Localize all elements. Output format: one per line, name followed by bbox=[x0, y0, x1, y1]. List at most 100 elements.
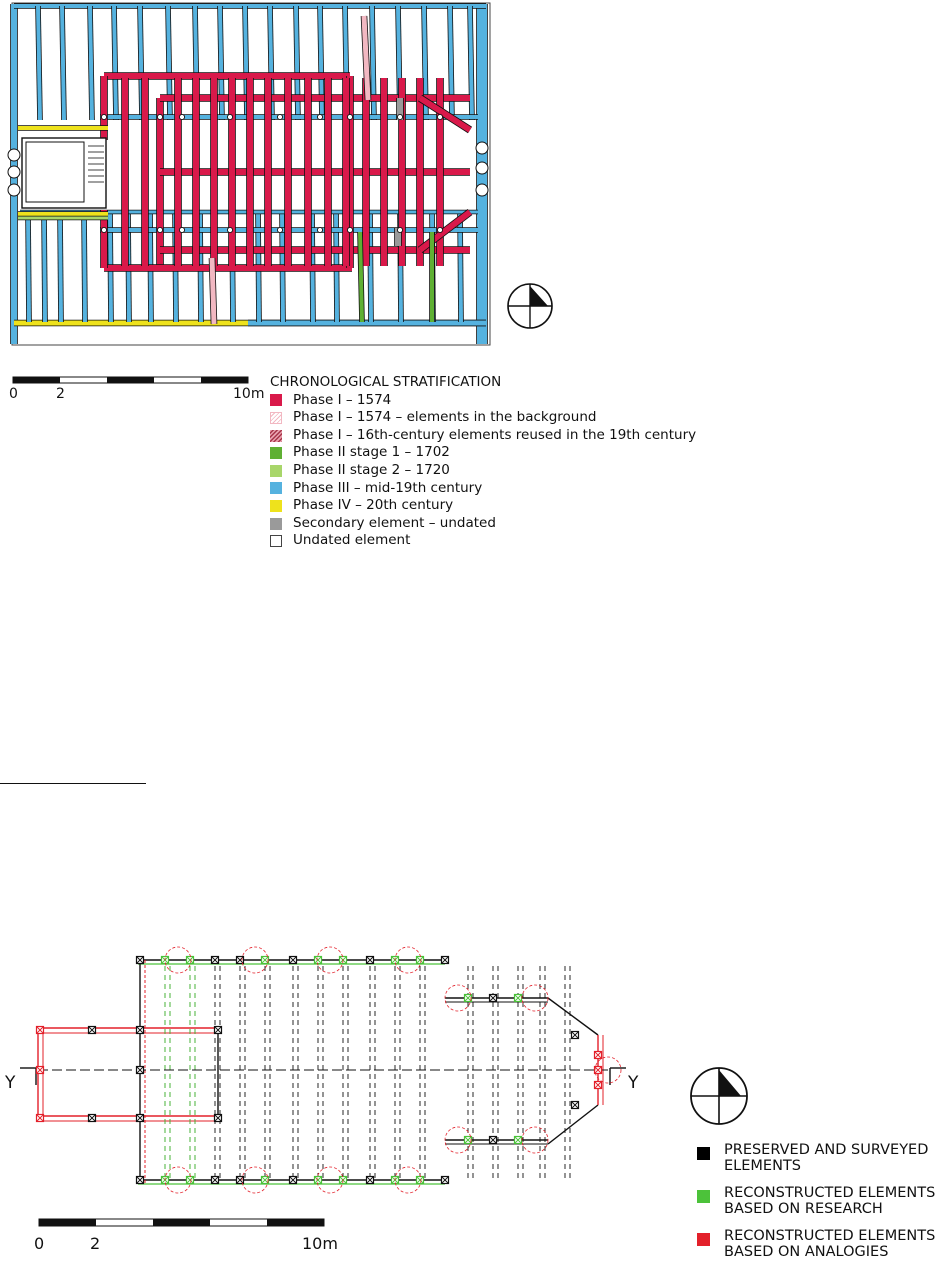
apse-hip-north bbox=[547, 997, 599, 1036]
bottom-scale-label-10m: 10m bbox=[302, 1234, 338, 1253]
node-cross bbox=[236, 1176, 244, 1184]
north-arrow-bottom-icon bbox=[690, 1067, 748, 1125]
swatch-preserved bbox=[697, 1147, 710, 1160]
node-cross bbox=[464, 994, 472, 1002]
node-cross bbox=[261, 1176, 269, 1184]
section-mark-right: Y bbox=[628, 1073, 639, 1093]
node-cross bbox=[366, 956, 374, 964]
node-cross bbox=[514, 1136, 522, 1144]
node-cross bbox=[136, 1066, 144, 1074]
analogy-circle bbox=[316, 946, 344, 974]
analogy-circle bbox=[521, 984, 549, 1012]
node-cross bbox=[186, 1176, 194, 1184]
analogy-circle bbox=[594, 1056, 622, 1084]
analogy-circle bbox=[316, 1166, 344, 1194]
joint-node bbox=[396, 113, 404, 121]
rafter-north bbox=[36, 5, 42, 121]
legend-item: Phase II stage 2 – 1720 bbox=[270, 462, 696, 480]
hip-south bbox=[418, 209, 472, 253]
analogy-circle bbox=[521, 1126, 549, 1154]
analogy-circle bbox=[444, 1126, 472, 1154]
legend-item: Phase I – 1574 – elements in the backgro… bbox=[270, 409, 696, 427]
wall-opening bbox=[7, 165, 21, 179]
joint-node bbox=[346, 113, 354, 121]
node-cross bbox=[514, 994, 522, 1002]
node-cross bbox=[314, 1176, 322, 1184]
node-cross bbox=[136, 956, 144, 964]
node-cross bbox=[441, 1176, 449, 1184]
legend-title: CHRONOLOGICAL STRATIFICATION bbox=[270, 374, 502, 390]
swatch-analogies bbox=[697, 1233, 710, 1246]
node-cross bbox=[136, 1026, 144, 1034]
analogy-circle bbox=[241, 1166, 269, 1194]
node-cross bbox=[211, 956, 219, 964]
rafter-north bbox=[218, 5, 224, 121]
node-cross bbox=[594, 1081, 602, 1089]
joint-node bbox=[276, 226, 284, 234]
wall-opening bbox=[7, 148, 21, 162]
top-scale-bar bbox=[12, 376, 249, 384]
joint-node bbox=[156, 226, 164, 234]
chronological-legend: CHRONOLOGICAL STRATIFICATION Phase I – 1… bbox=[270, 374, 696, 550]
legend-swatch bbox=[270, 517, 282, 530]
joint-node bbox=[316, 226, 324, 234]
node-cross bbox=[211, 1176, 219, 1184]
node-cross bbox=[214, 1114, 222, 1122]
bottom-scale-bar bbox=[38, 1218, 325, 1227]
joint-node bbox=[178, 113, 186, 121]
node-cross bbox=[289, 956, 297, 964]
scale-label-2: 2 bbox=[56, 386, 65, 402]
joint-node bbox=[178, 226, 186, 234]
rafter-north bbox=[294, 5, 300, 121]
joint-node bbox=[226, 226, 234, 234]
analogy-circle bbox=[241, 946, 269, 974]
post-phase2-a bbox=[358, 231, 364, 323]
joint-node bbox=[396, 226, 404, 234]
scale-label-0: 0 bbox=[9, 386, 18, 402]
joint-node bbox=[346, 226, 354, 234]
analogy-circle bbox=[164, 946, 192, 974]
legend-item: Undated element bbox=[270, 532, 696, 550]
joint-node bbox=[276, 113, 284, 121]
wall-opening bbox=[475, 183, 489, 197]
rafter-south bbox=[82, 211, 87, 323]
node-cross bbox=[36, 1026, 44, 1034]
legend-item: Phase III – mid-19th century bbox=[270, 480, 696, 498]
legend-item: Phase IV – 20th century bbox=[270, 497, 696, 515]
section-mark-left: Y bbox=[5, 1073, 16, 1093]
node-cross bbox=[464, 1136, 472, 1144]
legend-label: Phase IV – 20th century bbox=[293, 497, 454, 514]
reconstruction-framing-plan bbox=[20, 946, 626, 1194]
node-cross bbox=[489, 1136, 497, 1144]
analogy-circle bbox=[164, 1166, 192, 1194]
legend-label: Phase III – mid-19th century bbox=[293, 479, 483, 496]
legend-swatch bbox=[270, 464, 282, 477]
rafter-north bbox=[166, 5, 172, 121]
legend-label: Phase II stage 2 – 1720 bbox=[293, 461, 450, 478]
node-cross bbox=[36, 1066, 44, 1074]
legend-label: Undated element bbox=[293, 532, 411, 549]
scale-label-10m: 10m bbox=[233, 386, 265, 402]
legend-swatch bbox=[270, 411, 282, 424]
legend-swatch bbox=[270, 482, 282, 495]
node-cross bbox=[214, 1026, 222, 1034]
node-cross bbox=[416, 1176, 424, 1184]
legend-swatch bbox=[270, 447, 282, 460]
background-rafter-south bbox=[209, 257, 217, 325]
legend-item: Phase II stage 1 – 1702 bbox=[270, 444, 696, 462]
analogy-circle bbox=[394, 946, 422, 974]
node-cross bbox=[186, 956, 194, 964]
node-cross bbox=[489, 994, 497, 1002]
hip-north bbox=[418, 95, 472, 133]
joint-node bbox=[100, 226, 108, 234]
legend-item: Phase I – 1574 bbox=[270, 392, 696, 410]
reconstruction-plan-drawing bbox=[20, 946, 626, 1194]
rafter-north bbox=[60, 5, 66, 121]
rafter-south bbox=[42, 211, 47, 323]
legend-swatch bbox=[270, 499, 282, 512]
wall-opening bbox=[475, 141, 489, 155]
